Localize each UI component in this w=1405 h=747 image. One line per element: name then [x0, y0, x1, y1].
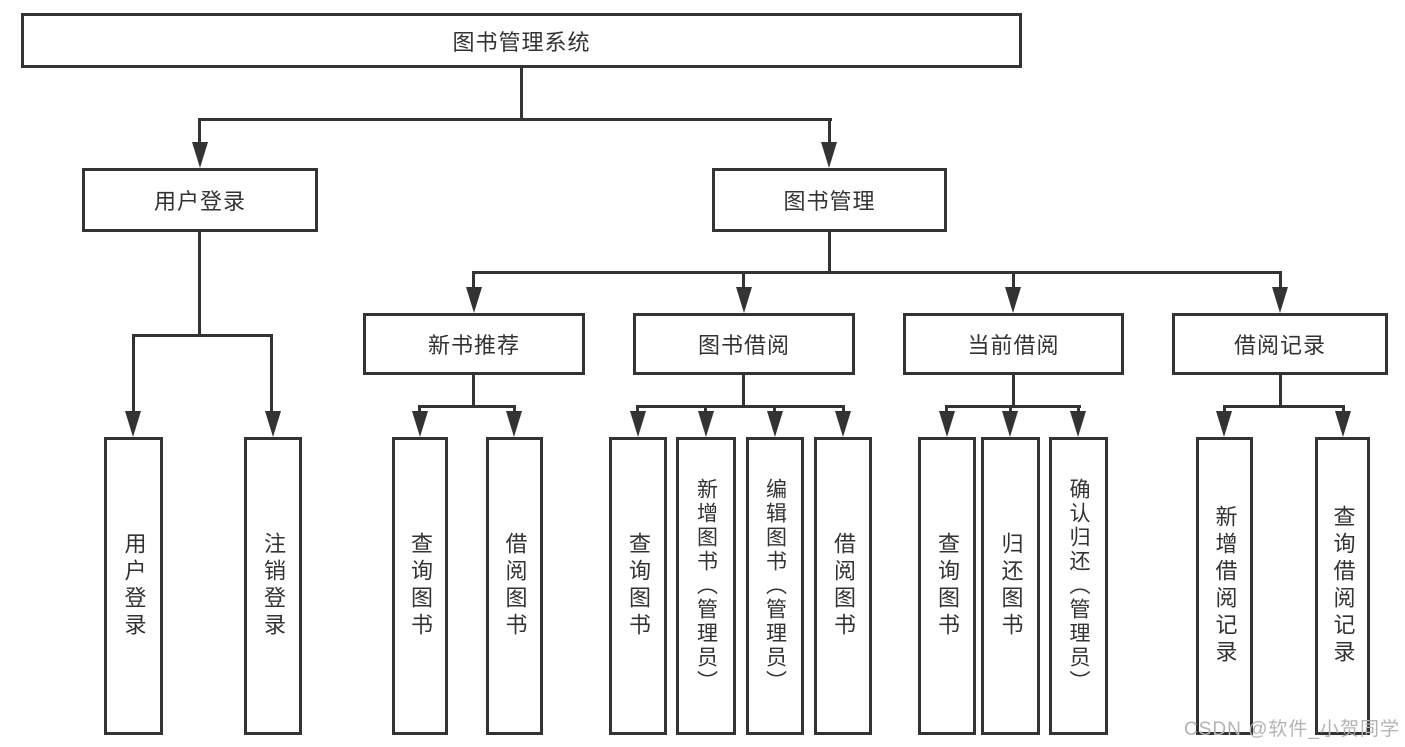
arrow-to-current-borrow	[1005, 287, 1021, 313]
connector-drop-book-mgmt	[828, 118, 831, 144]
arrow-to-query-book-3	[939, 411, 955, 437]
connector-drop-confirm-return	[1077, 405, 1080, 413]
arrow-to-user-login	[192, 142, 208, 168]
leaf-add-record-label: 新增借阅记录	[1212, 505, 1238, 667]
arrow-to-borrow-book-2	[835, 411, 851, 437]
leaf-confirm-return-label: 确认归还（管理员）	[1067, 478, 1090, 694]
arrow-to-query-book-1	[412, 411, 428, 437]
leaf-borrow-book-1-label: 借阅图书	[502, 532, 528, 640]
leaf-edit-book-label: 编辑图书（管理员）	[763, 478, 787, 694]
leaf-return-book-label: 归还图书	[998, 532, 1024, 640]
node-user-login-label: 用户登录	[153, 189, 246, 214]
connector-user-login-stem	[198, 232, 201, 336]
node-book-mgmt: 图书管理	[712, 168, 947, 232]
csdn-watermark: CSDN @软件_小贺同学	[1184, 719, 1400, 740]
connector-drop-borrow-book-1	[513, 405, 516, 413]
connector-current-borrow-stem	[1012, 375, 1015, 408]
arrow-to-query-book-2	[630, 411, 646, 437]
leaf-query-book-2-label: 查询图书	[626, 532, 651, 640]
connector-drop-borrow-records	[1279, 271, 1282, 289]
connector-current-borrow-bar	[945, 405, 1081, 408]
connector-borrow-records-stem	[1279, 375, 1282, 408]
connector-drop-add-record	[1223, 405, 1226, 413]
node-book-mgmt-label: 图书管理	[783, 189, 876, 214]
arrow-to-return-book	[1002, 411, 1018, 437]
node-current-borrow-label: 当前借阅	[967, 333, 1060, 358]
connector-new-book-rec-stem	[472, 375, 475, 408]
connector-root-stem	[520, 68, 523, 120]
leaf-query-book-1: 查询图书	[392, 437, 448, 735]
leaf-logout: 注销登录	[244, 437, 302, 735]
node-current-borrow: 当前借阅	[903, 313, 1124, 375]
arrow-to-book-mgmt	[821, 142, 837, 168]
leaf-add-book: 新增图书（管理员）	[676, 437, 736, 735]
arrow-to-add-record	[1216, 411, 1232, 437]
arrow-to-borrow-book-1	[506, 411, 522, 437]
connector-drop-query-record	[1342, 405, 1345, 413]
connector-book-borrow-bar	[636, 405, 845, 408]
connector-drop-edit-book	[773, 405, 776, 413]
arrow-to-leaf-logout	[265, 411, 281, 437]
node-borrow-records: 借阅记录	[1172, 313, 1388, 375]
leaf-borrow-book-1: 借阅图书	[486, 437, 543, 735]
leaf-add-record: 新增借阅记录	[1196, 437, 1253, 735]
arrow-to-new-book-rec	[466, 287, 482, 313]
connector-level3-bar	[472, 271, 1282, 274]
connector-drop-query-book-3	[945, 405, 948, 413]
leaf-query-book-3-label: 查询图书	[935, 532, 960, 640]
node-borrow-records-label: 借阅记录	[1233, 333, 1326, 358]
connector-new-book-rec-bar	[418, 405, 516, 408]
leaf-logout-label: 注销登录	[261, 532, 286, 640]
connector-level2-bar	[198, 118, 832, 121]
connector-drop-query-book-1	[418, 405, 421, 413]
arrow-to-leaf-user-login	[125, 411, 141, 437]
leaf-query-book-3: 查询图书	[918, 437, 976, 735]
connector-drop-add-book	[704, 405, 707, 413]
leaf-borrow-book-2: 借阅图书	[814, 437, 872, 735]
arrow-to-query-record	[1335, 411, 1351, 437]
leaf-user-login-label: 用户登录	[121, 532, 147, 640]
connector-book-mgmt-stem	[828, 232, 831, 274]
leaf-query-record: 查询借阅记录	[1315, 437, 1370, 735]
node-user-login: 用户登录	[82, 168, 318, 232]
connector-borrow-records-bar	[1223, 405, 1345, 408]
arrow-to-confirm-return	[1070, 411, 1086, 437]
arrow-to-add-book	[698, 411, 714, 437]
connector-drop-current-borrow	[1012, 271, 1015, 289]
connector-drop-borrow-book-2	[842, 405, 845, 413]
connector-drop-query-book-2	[636, 405, 639, 413]
node-root: 图书管理系统	[21, 13, 1022, 68]
leaf-query-book-1-label: 查询图书	[408, 532, 433, 640]
node-root-label: 图书管理系统	[452, 29, 591, 55]
leaf-add-book-label: 新增图书（管理员）	[694, 478, 718, 694]
node-new-book-rec-label: 新书推荐	[427, 333, 520, 358]
connector-user-login-bar	[132, 334, 273, 337]
connector-drop-leaf-user-login	[132, 334, 135, 412]
node-new-book-rec: 新书推荐	[363, 313, 585, 375]
connector-drop-leaf-logout	[270, 334, 273, 412]
leaf-query-book-2: 查询图书	[609, 437, 667, 735]
connector-drop-new-book-rec	[472, 271, 475, 289]
connector-drop-user-login	[198, 118, 201, 144]
leaf-borrow-book-2-label: 借阅图书	[831, 532, 856, 640]
connector-drop-return-book	[1009, 405, 1012, 413]
node-book-borrow-label: 图书借阅	[697, 333, 790, 358]
leaf-user-login: 用户登录	[104, 437, 163, 735]
node-book-borrow: 图书借阅	[633, 313, 855, 375]
arrow-to-borrow-records	[1272, 287, 1288, 313]
connector-drop-book-borrow	[742, 271, 745, 289]
arrow-to-book-borrow	[736, 287, 752, 313]
leaf-query-record-label: 查询借阅记录	[1330, 505, 1356, 667]
leaf-return-book: 归还图书	[981, 437, 1040, 735]
connector-book-borrow-stem	[742, 375, 745, 408]
leaf-confirm-return: 确认归还（管理员）	[1049, 437, 1108, 735]
arrow-to-edit-book	[767, 411, 783, 437]
leaf-edit-book: 编辑图书（管理员）	[746, 437, 804, 735]
